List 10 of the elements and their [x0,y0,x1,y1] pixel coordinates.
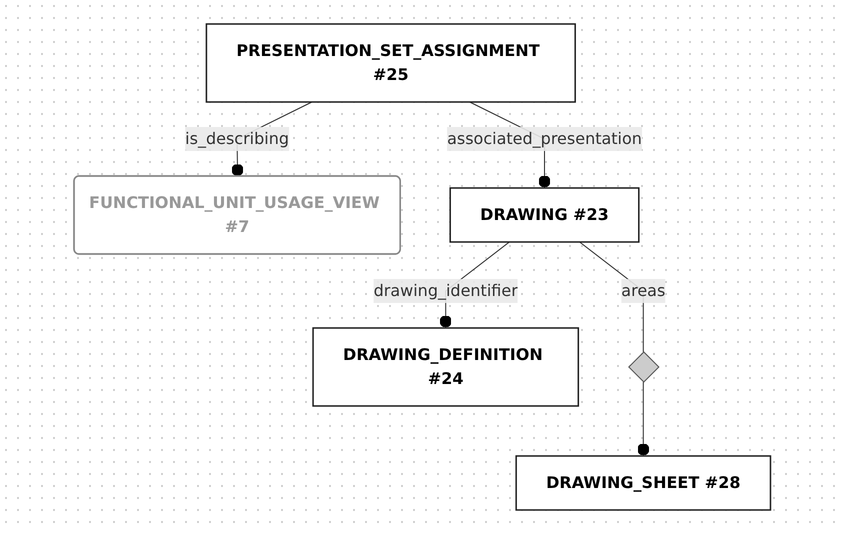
edge-label: associated_presentation [446,128,642,148]
node-box: DRAWING_DEFINITION #24 [312,326,579,406]
connector [637,381,650,456]
node-box: PRESENTATION_SET_ASSIGNMENT #25 [205,22,576,102]
node-box: DRAWING #23 [449,186,640,242]
edge-label: drawing_identifier [373,280,518,300]
edge-label: is_describing [184,128,289,148]
node-box: DRAWING_SHEET #28 [515,454,771,510]
edge-label: areas [621,280,666,300]
node-diamond [628,350,660,382]
